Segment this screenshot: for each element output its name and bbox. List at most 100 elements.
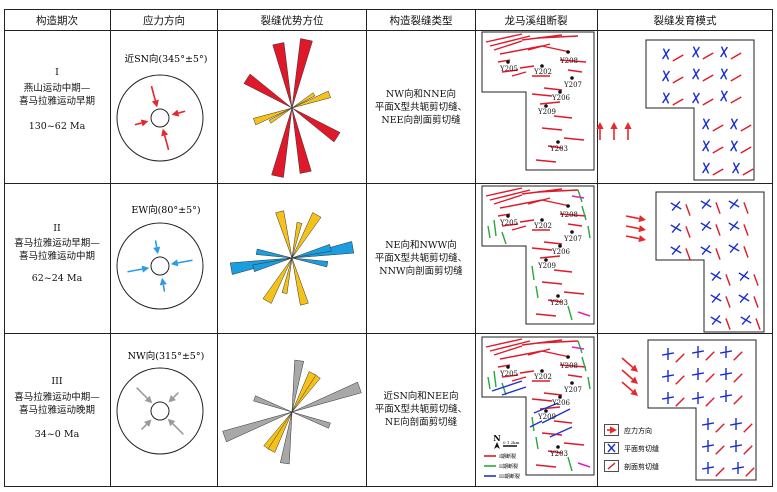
map3-fault-s1-20: [563, 442, 585, 446]
map2-well-label-Y202: Y202: [533, 222, 552, 230]
model1-planar-shear-11-1: [701, 140, 711, 152]
model2-profile-shear-5: [743, 224, 749, 236]
map1-fault-s1-8: [559, 59, 587, 63]
map3-fault-s3-0: [491, 380, 523, 392]
arrows3-arrow-primary-shaft: [136, 387, 148, 399]
arrows2-arrow-primary-shaft: [177, 259, 193, 264]
map2-fault-s1-3: [499, 199, 543, 209]
rose3-petal-1: [253, 395, 293, 413]
model2-stress-arrow-1-shaft: [625, 225, 640, 230]
model1-profile-shear-11: [712, 146, 724, 154]
model1-planar-shear-8-1: [719, 90, 729, 102]
map2-fault-s1-6: [537, 189, 579, 193]
map1-well-label-Y206: Y206: [551, 94, 571, 102]
legend-stress-arrow-icon-head: [610, 426, 617, 434]
rose2-petal-2-mirror: [255, 248, 293, 259]
map1-fault-s1-9: [567, 69, 583, 73]
model1-planar-shear-1-1: [691, 46, 701, 58]
model2-planar-shear-8-1: [728, 244, 740, 252]
map2-fault-s2-1: [493, 219, 497, 237]
model1-planar-shear-3-1: [661, 70, 671, 82]
model3-planar-shear-9-1: [701, 422, 715, 426]
legend-stage1-label: I期断裂: [499, 453, 516, 460]
map3-fault-s2-8: [567, 456, 573, 472]
rose3-petal-1-mirror: [291, 411, 331, 429]
rose1-petal-4: [291, 92, 316, 109]
map2-fault-s1-17: [541, 281, 563, 285]
row1-rose-diagram: [243, 38, 341, 178]
map2-fault-s1-19: [535, 313, 557, 317]
model3-profile-shear-8: [733, 395, 743, 405]
rose2-petal-5: [291, 222, 303, 259]
model2-planar-shear-9-1: [710, 272, 722, 280]
arrows2-arrow-secondary-head: [159, 277, 167, 286]
model1-profile-shear-4: [702, 74, 714, 82]
rose-column: [222, 38, 362, 465]
map2-well-label-Y209: Y209: [537, 262, 556, 270]
arrows1-arrow-secondary-shaft: [178, 110, 186, 114]
map3-well-label-Y209: Y209: [537, 413, 556, 421]
map3-well-label-Y208: Y208: [559, 362, 578, 370]
map3-fault-s1-16: [553, 420, 573, 424]
model1-profile-shear-0: [672, 54, 684, 62]
map1-fault-s1-2: [493, 40, 523, 51]
map3-fault-s2-4: [535, 436, 539, 450]
model2-profile-shear-11: [725, 296, 731, 308]
model2-profile-shear-13: [725, 318, 731, 330]
row1-type-line2: 平面X型共轭剪切缝、: [375, 101, 467, 113]
row3-type-line1: 近SN向和NEE向: [383, 390, 458, 402]
model1-profile-shear-1: [702, 52, 714, 60]
header-fracture-model: 裂缝发育模式: [654, 14, 717, 27]
map3-well-label-Y207: Y207: [563, 386, 582, 394]
map1-fault-s1-18: [547, 145, 563, 149]
map2-fault-s1-5: [527, 197, 551, 205]
map3-well-Y208: [566, 355, 570, 359]
row3-numeral: III: [51, 376, 63, 387]
model3-planar-shear-0-1: [661, 352, 675, 356]
model2-profile-shear-8: [743, 246, 749, 258]
rose2-petal-1-mirror: [252, 257, 293, 273]
map1-well-label-Y205: Y205: [499, 65, 518, 73]
map3-fault-s1-13: [543, 392, 563, 396]
map1-well-label-Y202: Y202: [533, 68, 552, 76]
map2-fault-s1-15: [539, 255, 561, 259]
map3-well-label-Y205: Y205: [499, 370, 518, 378]
map1-well-Y203: [556, 140, 560, 144]
map2-well-label-Y207: Y207: [563, 235, 582, 243]
model1-profile-shear-10: [740, 124, 752, 132]
map1-fault-s1-14: [531, 93, 553, 97]
map3-fault-s1-10: [519, 370, 535, 374]
model3-planar-shear-1-1: [691, 350, 705, 354]
row2-age: 62~24 Ma: [32, 273, 83, 284]
map2-well-label-Y203: Y203: [549, 299, 568, 307]
map3-fault-s2-2: [501, 382, 507, 396]
model1-profile-shear-12: [740, 146, 752, 154]
map1-fault-s1-1: [489, 35, 531, 47]
map2-fault-s2-2: [501, 231, 507, 245]
model3-profile-shear-6: [675, 397, 685, 407]
map3-fault-s2-7: [587, 376, 591, 390]
arrows2-arrow-secondary-opposite-shaft: [154, 240, 158, 248]
map2-well-Y205: [506, 214, 510, 218]
rose2-petal-3-mirror: [262, 257, 293, 304]
model1-profile-shear-13: [712, 168, 724, 176]
arrows1-arrow-secondary-opposite-shaft: [134, 122, 142, 126]
map2-fault-s1-12: [511, 225, 527, 231]
model1-profile-shear-9: [712, 124, 724, 132]
model3-planar-shear-8-1: [719, 394, 733, 398]
stress-column: 近SN向(345°±5°) EW向(80°±5°) NW向(315°±5°): [116, 53, 207, 455]
arrows2-arrow-primary-head: [170, 259, 179, 267]
model3-planar-shear-11-1: [701, 444, 715, 448]
model3-profile-shear-4: [705, 373, 715, 383]
model2-planar-shear-4-1: [700, 222, 712, 230]
model2-profile-shear-4: [715, 224, 721, 236]
model3-planar-shear-3-1: [661, 374, 675, 378]
model2-profile-shear-10: [753, 274, 759, 286]
map3-fault-s3-5: [529, 420, 543, 428]
model2-stress-arrow-2-head: [638, 235, 646, 243]
legend-stage3-label: III期断裂: [499, 473, 520, 480]
model2-planar-shear-3-1: [670, 224, 682, 232]
map2-fault-s1-8: [559, 213, 587, 217]
map3-well-Y203: [556, 445, 560, 449]
